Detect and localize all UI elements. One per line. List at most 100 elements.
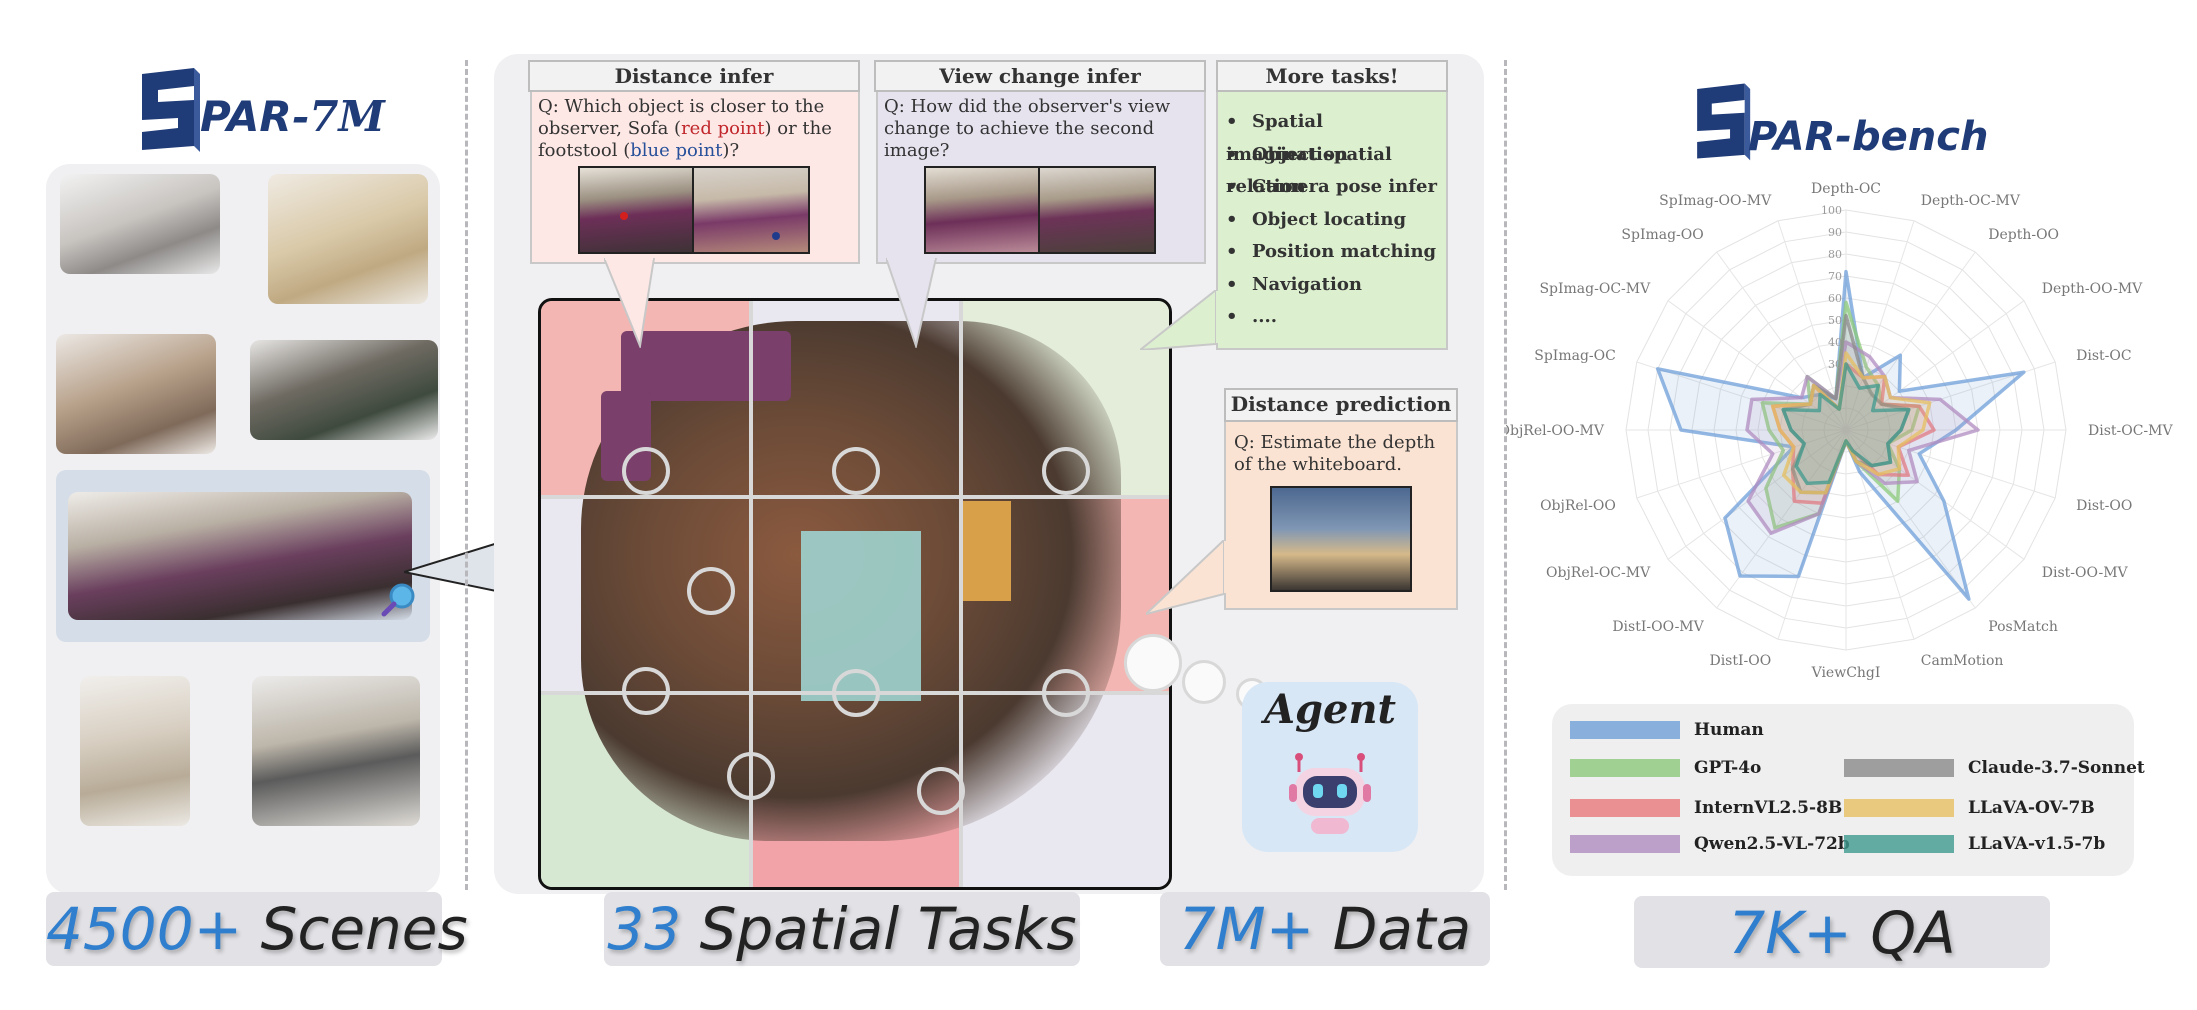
spar7m-logo: PAR-7M: [132, 66, 412, 156]
radar-axis-label: Depth-OC: [1811, 181, 1881, 197]
distance-infer-image-2: [692, 166, 810, 254]
scenes-count: 4500+: [46, 895, 243, 963]
red-point-marker: [620, 212, 628, 220]
list-item: Navigation: [1226, 269, 1444, 302]
puzzle-map: [538, 298, 1172, 890]
tasks-count: 33: [607, 895, 682, 963]
list-item: Object spatial relation: [1226, 139, 1444, 198]
qa-stat: 7K+ QA: [1634, 896, 2050, 968]
qa-label: QA: [1851, 899, 1956, 967]
blue-point-marker: [772, 232, 780, 240]
distance-infer-title: Distance infer: [528, 60, 860, 92]
radar-spoke: [1845, 251, 1976, 431]
radar-axis-label: ObjRel-OO-MV: [1506, 423, 1605, 439]
view-change-pointer: [886, 258, 938, 348]
more-tasks-pointer: [1140, 290, 1220, 350]
radar-axis-label: ViewChgI: [1811, 665, 1881, 681]
radar-axis-label: Dist-OO-MV: [2042, 565, 2129, 581]
agent-label: Agent: [1263, 686, 1396, 733]
view-change-title: View change infer: [874, 60, 1206, 92]
data-label: Data: [1314, 895, 1472, 963]
distance-prediction-title: Distance prediction: [1224, 388, 1458, 422]
legend-swatch: [1844, 759, 1954, 777]
radar-axis-label: PosMatch: [1988, 619, 2058, 635]
data-stat: 7M+ Data: [1160, 892, 1490, 966]
legend-label: InternVL2.5-8B: [1694, 798, 1843, 818]
legend-box: Human GPT-4o Claude-3.7-Sonnet InternVL2…: [1552, 704, 2145, 876]
legend-swatch: [1844, 835, 1954, 853]
radar-axis-label: Depth-OC-MV: [1921, 193, 2021, 209]
more-tasks-list: Spatial imagination Object spatial relat…: [1226, 106, 1444, 334]
radar-axis-label: Dist-OO: [2076, 498, 2132, 514]
distance-prediction-pointer: [1146, 540, 1226, 616]
radar-axis-label: Depth-OO-MV: [2042, 281, 2143, 297]
legend-label: GPT-4o: [1694, 758, 1762, 778]
tasks-stat: 33 Spatial Tasks: [604, 892, 1080, 966]
radar-tick-label: 90: [1828, 226, 1842, 239]
radar-axis-label: SpImag-OC-MV: [1539, 281, 1651, 297]
radar-axis-label: ObjRel-OO: [1540, 498, 1616, 514]
radar-spoke: [1636, 429, 1847, 499]
selected-scene[interactable]: [56, 470, 430, 642]
tasks-label: Spatial Tasks: [681, 895, 1077, 963]
distance-infer-image-1: [578, 166, 694, 254]
radar-tick-label: 50: [1828, 314, 1842, 327]
left-divider: [465, 60, 468, 890]
view-change-image-1: [924, 166, 1040, 254]
agent-card: Agent: [1242, 682, 1418, 852]
list-item: ....: [1226, 301, 1444, 334]
radar-spoke: [1845, 220, 1915, 431]
radar-spoke: [1845, 429, 2056, 499]
radar-axis-label: Dist-OC-MV: [2088, 423, 2173, 439]
radar-spoke: [1845, 429, 1976, 609]
robot-icon: [1289, 753, 1371, 834]
logo-main-text: PAR-bench: [1748, 114, 1989, 160]
radar-axis-label: Dist-OC: [2076, 348, 2131, 364]
radar-chart: 30405060708090100Depth-OCDepth-OC-MVDept…: [1506, 181, 2173, 681]
list-item: Position matching: [1226, 236, 1444, 269]
view-change-image-2: [1038, 166, 1156, 254]
radar-tick-label: 70: [1828, 270, 1842, 283]
radar-spoke: [1716, 429, 1847, 609]
thought-bubble-medium: [1182, 660, 1226, 704]
list-item: Camera pose infer: [1226, 171, 1444, 204]
spar-logo-icon: [142, 68, 200, 152]
list-item: Object locating: [1226, 204, 1444, 237]
scene-thumbnail: [80, 676, 190, 826]
more-tasks-title: More tasks!: [1216, 60, 1448, 92]
view-change-question: Q: How did the observer's view change to…: [884, 96, 1171, 161]
list-item: Spatial imagination: [1226, 106, 1444, 165]
radar-axis-label: SpImag-OO-MV: [1659, 193, 1772, 209]
sparbench-logo: PAR-bench: [1688, 80, 2018, 170]
radar-tick-label: 100: [1821, 204, 1842, 217]
radar-spoke: [1845, 300, 2025, 431]
logo-main-text: PAR: [200, 92, 292, 141]
scene-thumbnail: [56, 334, 216, 454]
data-count: 7M+: [1178, 895, 1315, 963]
scenes-label: Scenes: [242, 895, 468, 963]
radar-axis-label: ObjRel-OC-MV: [1546, 565, 1651, 581]
thought-bubble-large: [1124, 634, 1182, 692]
scenes-stat: 4500+ Scenes: [46, 892, 468, 966]
distance-infer-pointer: [604, 258, 656, 348]
legend-label: Human: [1694, 720, 1764, 740]
radar-spoke: [1845, 429, 2025, 560]
distance-prediction-image: [1270, 486, 1412, 592]
radar-spoke: [1667, 300, 1847, 431]
logo-suffix-text: -7M: [291, 92, 385, 141]
qa-count: 7K+: [1728, 899, 1852, 967]
radar-series-llava-v1-5-7b: [1781, 362, 1911, 486]
radar-axis-label: SpImag-OO: [1621, 227, 1703, 243]
legend-swatch: [1844, 799, 1954, 817]
legend-swatch: [1570, 721, 1680, 739]
legend-label: LLaVA-OV-7B: [1968, 798, 2095, 818]
radar-axis-label: Depth-OO: [1988, 227, 2059, 243]
radar-tick-label: 80: [1828, 248, 1842, 261]
legend-label: Claude-3.7-Sonnet: [1968, 758, 2145, 778]
distance-prediction-question: Q: Estimate the depth of the whiteboard.: [1234, 432, 1436, 475]
scene-thumbnail: [60, 174, 220, 274]
scene-thumbnail: [68, 492, 412, 620]
legend-swatch: [1570, 799, 1680, 817]
legend-swatch: [1570, 759, 1680, 777]
legend-label: Qwen2.5-VL-72b: [1694, 834, 1850, 854]
